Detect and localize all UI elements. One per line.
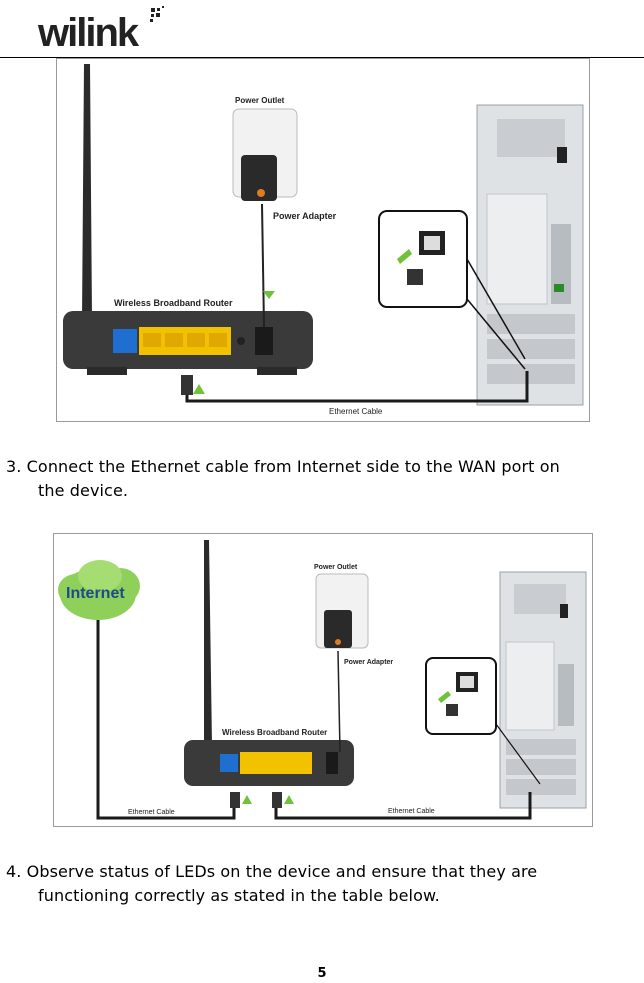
step-3-line2: the device. [38, 481, 129, 500]
step-3-number: 3. [6, 457, 22, 476]
ethernet-cable-left-label: Ethernet Cable [128, 809, 175, 816]
power-adapter-label: Power Adapter [273, 211, 337, 221]
internet-label: Internet [66, 585, 125, 602]
port-callout [425, 657, 497, 735]
step-4-line1: Observe status of LEDs on the device and… [26, 862, 538, 881]
power-port [326, 752, 338, 774]
internet-cable [96, 620, 236, 820]
port-callout [378, 210, 468, 308]
ethernet-cable-label: Ethernet Cable [329, 407, 383, 416]
power-cord [337, 650, 341, 753]
step-4-paragraph: 4. Observe status of LEDs on the device … [6, 860, 642, 908]
ethernet-cable [185, 371, 529, 403]
power-adapter [241, 155, 277, 201]
logo-signal-icon [150, 6, 164, 22]
figure-pc-connection: Wireless Broadband Router Power Outlet P… [56, 58, 590, 422]
figure-internet-connection: Internet Wireless Broadband Router Power… [53, 533, 593, 827]
router-label: Wireless Broadband Router [114, 298, 233, 308]
internet-cloud-icon [58, 560, 140, 620]
power-outlet-label: Power Outlet [235, 96, 285, 105]
router-antenna [82, 64, 92, 319]
power-adapter-label: Power Adapter [344, 659, 393, 666]
router-antenna [204, 540, 212, 746]
step-4-number: 4. [6, 862, 22, 881]
figure1-illustration: Wireless Broadband Router Power Outlet P… [63, 64, 584, 416]
wan-port [220, 754, 238, 772]
page-number: 5 [317, 966, 327, 981]
power-adapter [324, 610, 352, 648]
step-4-line2: functioning correctly as stated in the t… [38, 886, 440, 905]
header-divider [0, 57, 644, 58]
wilink-logo: wilink [38, 6, 164, 52]
wan-port [113, 329, 137, 353]
router-label: Wireless Broadband Router [222, 728, 327, 737]
logo-text: wilink [38, 11, 140, 52]
lan-ports [240, 752, 312, 774]
power-port [255, 327, 273, 355]
power-cord [261, 203, 265, 328]
power-outlet-label: Power Outlet [314, 564, 358, 571]
ethernet-cable-right-label: Ethernet Cable [388, 808, 435, 815]
step-3-paragraph: 3. Connect the Ethernet cable from Inter… [6, 455, 642, 503]
page-header: wilink [0, 0, 644, 58]
step-3-line1: Connect the Ethernet cable from Internet… [26, 457, 560, 476]
figure2-illustration: Internet Wireless Broadband Router Power… [58, 540, 587, 820]
